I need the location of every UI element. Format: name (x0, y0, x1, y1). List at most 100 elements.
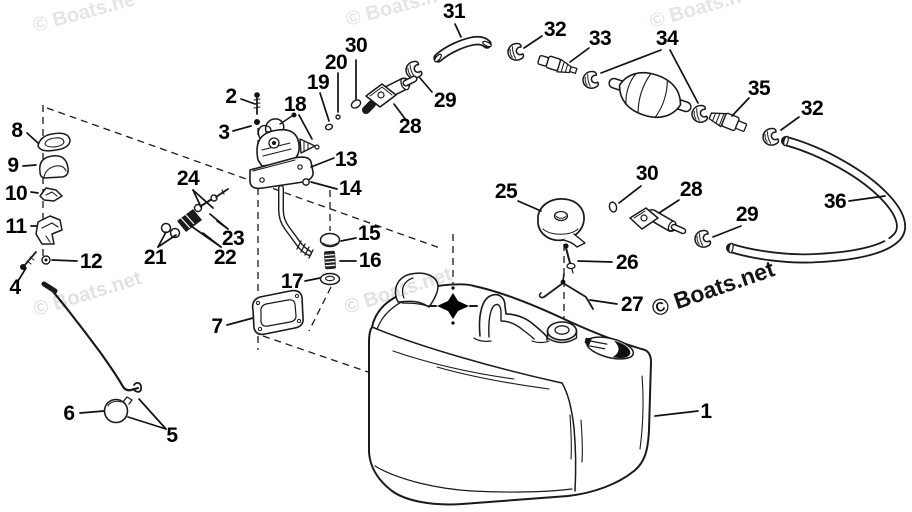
part-label-16: 16 (359, 249, 381, 272)
part-label-1: 1 (700, 400, 712, 423)
small-seals (324, 99, 618, 213)
mount-hole-marker (428, 286, 478, 325)
part-label-6: 6 (63, 402, 74, 425)
leader-line-10 (30, 191, 39, 194)
leader-line-29 (712, 225, 742, 238)
part-label-27: 27 (621, 293, 643, 316)
screw-2-washer-3 (253, 92, 261, 125)
leader-line-32 (523, 35, 543, 49)
fuel-fitting-33 (537, 54, 578, 74)
fuel-connector-28b (629, 207, 687, 235)
part-label-8: 8 (11, 119, 23, 142)
watermark-text-0: © Boats.ne (31, 0, 138, 37)
leader-line-33 (569, 47, 590, 63)
gauge-bezel (394, 272, 439, 308)
part-label-22: 22 (214, 246, 236, 269)
part-label-21: 21 (144, 246, 167, 269)
part-label-34: 34 (656, 27, 679, 50)
float (103, 398, 129, 424)
leader-line-5 (127, 416, 167, 430)
leader-line-19 (319, 92, 330, 122)
part-label-26: 26 (616, 251, 638, 274)
fuel-tank (368, 272, 652, 506)
part-label-28: 28 (399, 115, 422, 138)
washer-14 (302, 178, 310, 186)
filler-cap-25 (537, 198, 586, 248)
leader-line-3 (232, 125, 252, 132)
tank-handle (473, 293, 550, 344)
gasket-7 (251, 289, 304, 336)
leader-line-27 (589, 299, 618, 305)
leader-line-9 (22, 164, 37, 167)
part-label-29: 29 (434, 89, 456, 112)
part-label-14: 14 (339, 177, 362, 200)
part-label-15: 15 (358, 222, 381, 245)
hose-clamp-34a (580, 69, 600, 91)
leader-line-25 (517, 200, 542, 212)
part-label-36: 36 (824, 190, 846, 213)
leader-line-18 (298, 114, 313, 140)
fuel-gauge (584, 336, 635, 360)
leader-line-2 (240, 98, 256, 105)
leader-line-28 (658, 199, 680, 214)
gauge-rod-float (41, 281, 143, 424)
leader-line-17 (304, 277, 321, 282)
leader-line-21 (157, 231, 167, 248)
leader-line-36 (848, 195, 886, 202)
hose-clamp-29b (692, 228, 713, 250)
part-label-32: 32 (801, 97, 823, 120)
leader-line-34 (669, 49, 699, 104)
leader-line-24 (192, 189, 214, 209)
valve-cap-spring (319, 232, 341, 286)
fuel-fitting-35 (708, 112, 748, 132)
part-label-18: 18 (284, 93, 307, 116)
leader-line-26 (577, 260, 613, 263)
retainer-wire-27 (538, 273, 594, 310)
part-label-31: 31 (443, 0, 466, 23)
filler-neck (546, 321, 578, 344)
leader-line-22 (202, 232, 222, 248)
part-label-5: 5 (166, 424, 178, 447)
hose-clamp-34b (689, 103, 709, 125)
watermark-text-5: © Boats.net (648, 255, 778, 321)
part-label-30: 30 (636, 162, 658, 185)
part-label-25: 25 (495, 180, 518, 203)
part-label-23: 23 (222, 227, 244, 250)
leader-line-14 (310, 181, 338, 190)
leader-line-32 (780, 116, 800, 131)
watermark-text-3: © Boats.net (31, 267, 144, 321)
part-label-9: 9 (7, 154, 18, 177)
part-label-3: 3 (218, 121, 229, 144)
leader-line-1 (654, 410, 699, 417)
screw-4 (20, 251, 37, 270)
fuel-hose-36 (726, 135, 906, 264)
part-label-19: 19 (307, 71, 329, 94)
part-label-29: 29 (736, 203, 758, 226)
part-label-17: 17 (281, 270, 303, 293)
leader-line-21 (157, 234, 177, 248)
leader-line-8 (26, 132, 39, 144)
leader-line-34 (600, 49, 662, 74)
outlet-barb-18 (299, 138, 320, 154)
leader-line-6 (79, 410, 105, 414)
part-label-10: 10 (5, 182, 27, 205)
part-label-30: 30 (345, 34, 367, 57)
part-label-28: 28 (680, 178, 703, 201)
mount-bracket-stack (20, 132, 71, 270)
leader-line-7 (226, 317, 254, 326)
check-valve-cluster (160, 188, 229, 239)
part-label-35: 35 (748, 77, 771, 100)
leader-line-35 (731, 97, 750, 117)
leader-line-23 (216, 220, 229, 230)
fuel-connector-28a (362, 75, 418, 114)
part-label-4: 4 (9, 276, 21, 299)
fuel-hose-31 (433, 35, 492, 63)
part-label-33: 33 (589, 27, 611, 50)
leader-line-15 (340, 237, 357, 242)
part-label-7: 7 (211, 315, 222, 338)
hose-clamp-32a (505, 41, 526, 63)
part-label-11: 11 (5, 215, 27, 238)
